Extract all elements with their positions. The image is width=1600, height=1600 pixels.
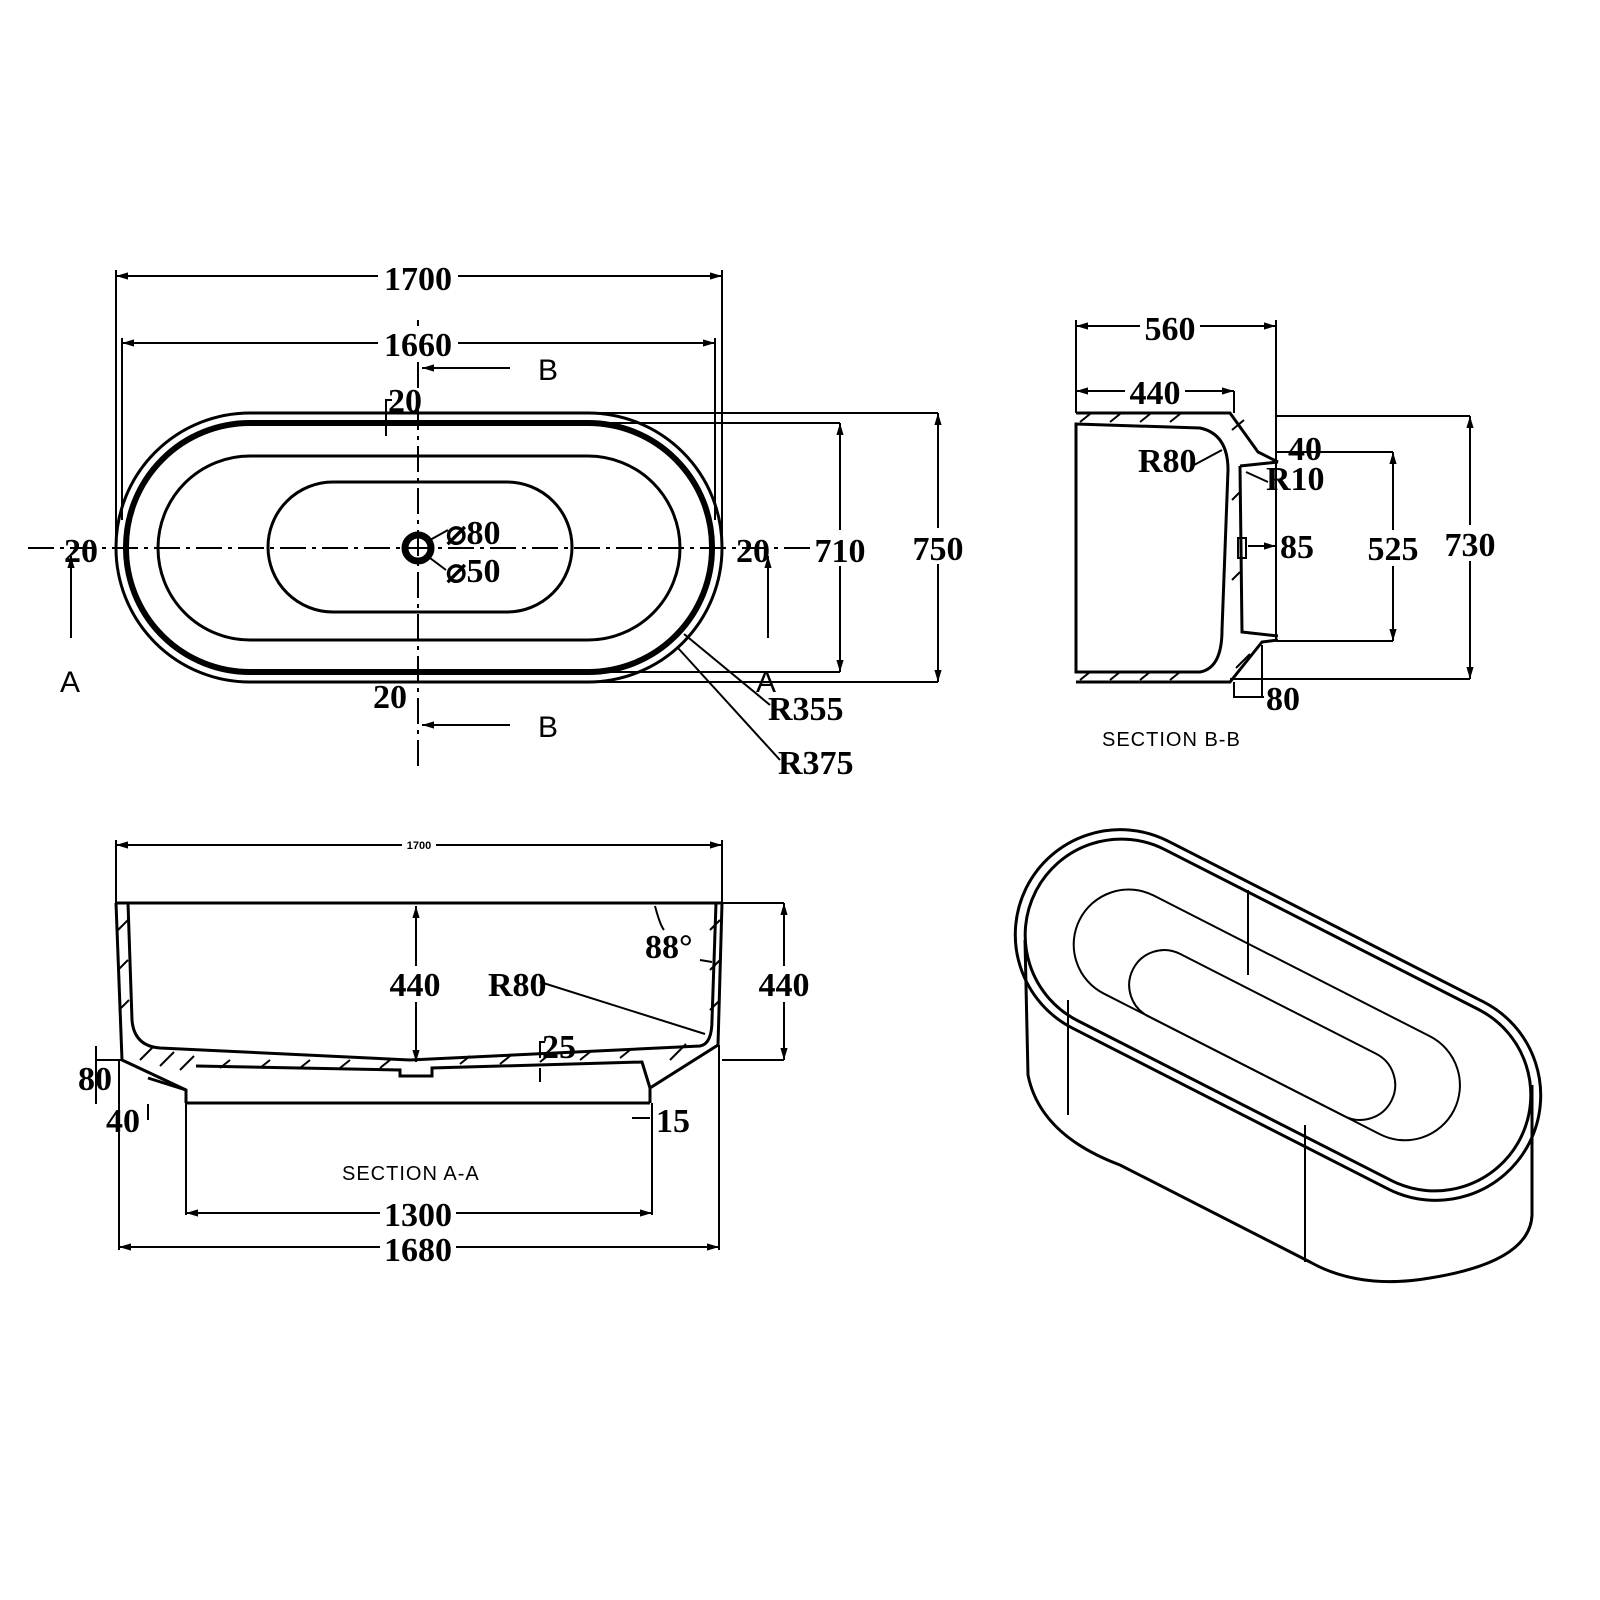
dim-inner-width: 710 bbox=[815, 533, 866, 570]
dim-depth-outer: 560 bbox=[1145, 311, 1196, 348]
dim-lip: 40 bbox=[1288, 431, 1322, 468]
section-b-title: SECTION B-B bbox=[1102, 729, 1241, 751]
dim-overall-width-b: 730 bbox=[1445, 527, 1496, 564]
dim-rim-bottom: 20 bbox=[373, 679, 407, 716]
dim-inner-length: 1660 bbox=[384, 327, 452, 364]
section-a-marker-left: A bbox=[60, 666, 80, 699]
dim-rim-right: 20 bbox=[736, 533, 770, 570]
dim-depth-inner: 440 bbox=[1130, 375, 1181, 412]
dim-base-width: 525 bbox=[1368, 531, 1419, 568]
dim-base-offset-a: 40 bbox=[106, 1103, 140, 1140]
dim-radius-r80: R80 bbox=[1138, 443, 1197, 480]
dim-inner-depth: 440 bbox=[390, 967, 441, 1004]
isometric-view bbox=[1013, 828, 1543, 1284]
dim-bottom-length: 1680 bbox=[384, 1232, 452, 1269]
dim-drain: 85 bbox=[1280, 529, 1314, 566]
dim-rim-left: 20 bbox=[64, 533, 98, 570]
dim-overall-width: 750 bbox=[913, 531, 964, 568]
dim-radius-r10: R10 bbox=[1266, 461, 1325, 498]
section-b-marker-bottom: B bbox=[538, 711, 558, 744]
dim-base-height: 80 bbox=[78, 1061, 112, 1098]
dim-top-length: 1700 bbox=[407, 840, 431, 852]
section-b-marker-top: B bbox=[538, 354, 558, 387]
section-a-a: 1700 440 R80 88° 440 25 80 40 15 SECTION… bbox=[78, 838, 816, 1269]
dim-overall-length: 1700 bbox=[384, 261, 452, 298]
dim-radius-inner: R355 bbox=[768, 691, 844, 728]
dim-floor-thickness: 25 bbox=[542, 1029, 576, 1066]
dim-outer-depth: 440 bbox=[759, 967, 810, 1004]
dim-radius-a: R80 bbox=[488, 967, 547, 1004]
dim-drain-inner: ⌀50 bbox=[446, 553, 500, 590]
dim-drain-outer: ⌀80 bbox=[446, 515, 500, 552]
dim-base-length: 1300 bbox=[384, 1197, 452, 1234]
tub-floor bbox=[266, 480, 574, 614]
plan-view: 1700 1660 B B A A 20 20 20 20 ⌀80 ⌀50 71… bbox=[28, 258, 971, 782]
dim-base-offset: 80 bbox=[1266, 681, 1300, 718]
dim-rim-top: 20 bbox=[388, 383, 422, 420]
dim-angle: 88° bbox=[645, 929, 693, 966]
dim-radius-outer: R375 bbox=[778, 745, 854, 782]
dim-base-inset: 15 bbox=[656, 1103, 690, 1140]
section-b-b: 560 440 R80 40 R10 85 525 730 80 SECTION… bbox=[1074, 310, 1502, 751]
section-a-title: SECTION A-A bbox=[342, 1163, 480, 1185]
